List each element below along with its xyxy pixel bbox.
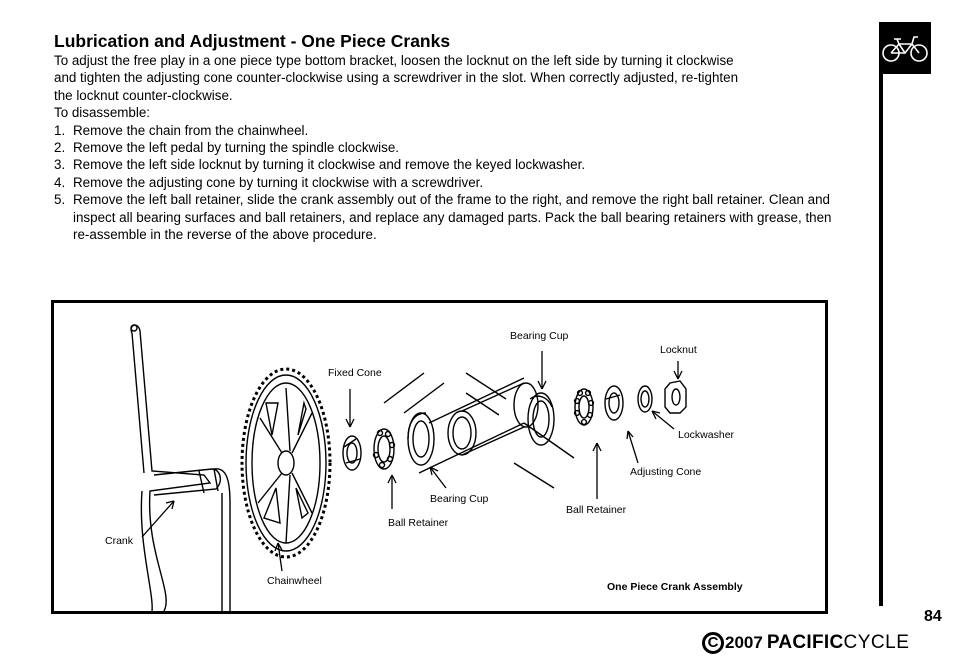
page-title: Lubrication and Adjustment - One Piece C…: [54, 31, 451, 51]
step-list: 1.Remove the chain from the chainwheel. …: [54, 122, 844, 244]
lockwasher: [637, 385, 653, 413]
bearing-cup-left: [407, 412, 435, 466]
intro-line: the locknut counter-clockwise.: [54, 87, 233, 103]
step-text: Remove the left ball retainer, slide the…: [73, 192, 832, 243]
intro-line: To adjust the free play in a one piece t…: [54, 53, 734, 68]
brand-name-bold: PACIFIC: [766, 632, 844, 653]
label-bearing-cup-left: Bearing Cup: [430, 493, 489, 505]
step-number: 3.: [54, 157, 66, 173]
step-item: 3. Remove the left side locknut by turnin…: [54, 156, 844, 173]
crank-arm: [130, 324, 212, 611]
step-text: Remove the left side locknut by turning …: [73, 157, 586, 173]
page-number: 84: [924, 608, 942, 625]
copyright-symbol: C: [702, 632, 724, 654]
step-item: 1. Remove the chain from the chainwheel.: [54, 122, 844, 139]
label-adjusting-cone: Adjusting Cone: [630, 466, 701, 478]
step-number: 2.: [54, 140, 66, 156]
step-number: 1.: [54, 122, 66, 138]
arrow-chainwheel: [277, 542, 283, 572]
step-number: 5.: [54, 192, 66, 208]
frame-tube: [383, 372, 575, 489]
arrow-lockwasher: [651, 410, 675, 430]
bearing-cup-right: [527, 392, 555, 446]
label-ball-retainer-right: Ball Retainer: [566, 504, 627, 516]
label-lockwasher: Lockwasher: [678, 429, 735, 441]
label-crank: Crank: [105, 535, 134, 547]
step-item: 5. Remove the left ball retainer, slide t…: [54, 191, 844, 243]
side-rule: [879, 74, 883, 606]
chainwheel: [240, 367, 332, 559]
arrow-bearing-cup-left: [429, 466, 447, 489]
instructions: To adjust the free play in a one piece t…: [54, 52, 844, 243]
arrow-adjusting-cone: [627, 430, 639, 464]
step-number: 4.: [54, 174, 66, 190]
step-item: 2. Remove the left pedal by turning the s…: [54, 139, 844, 156]
label-bearing-cup-right: Bearing Cup: [510, 330, 569, 342]
arrow-crank: [141, 500, 175, 538]
section-tab: [879, 22, 931, 74]
intro-line: and tighten the adjusting cone counter-c…: [54, 70, 739, 86]
ball-retainer-left: [372, 428, 396, 470]
step-item: 4. Remove the adjusting cone by turning i…: [54, 174, 844, 191]
ball-retainer-right: [573, 388, 595, 426]
disassemble-heading: To disassemble:: [54, 105, 151, 121]
step-text: Remove the adjusting cone by turning it …: [73, 174, 484, 190]
step-text: Remove the chain from the chainwheel.: [73, 122, 309, 138]
figure-caption: One Piece Crank Assembly: [607, 581, 743, 593]
crank-assembly-figure: Crank Chainwheel Fixed Cone Ball Retaine…: [51, 300, 828, 614]
fixed-cone: [342, 435, 362, 471]
adjusting-cone: [604, 385, 624, 421]
bicycle-icon: [882, 36, 928, 62]
label-locknut: Locknut: [660, 344, 697, 356]
crank-assembly-diagram: Crank Chainwheel Fixed Cone Ball Retaine…: [105, 324, 743, 611]
label-ball-retainer-left: Ball Retainer: [388, 517, 449, 529]
brand-name-light: CYCLE: [843, 632, 910, 653]
label-chainwheel: Chainwheel: [267, 575, 322, 587]
label-fixed-cone: Fixed Cone: [328, 367, 382, 379]
locknut: [664, 380, 687, 414]
copyright-year: 2007: [725, 633, 763, 652]
step-text: Remove the left pedal by turning the spi…: [73, 140, 400, 156]
